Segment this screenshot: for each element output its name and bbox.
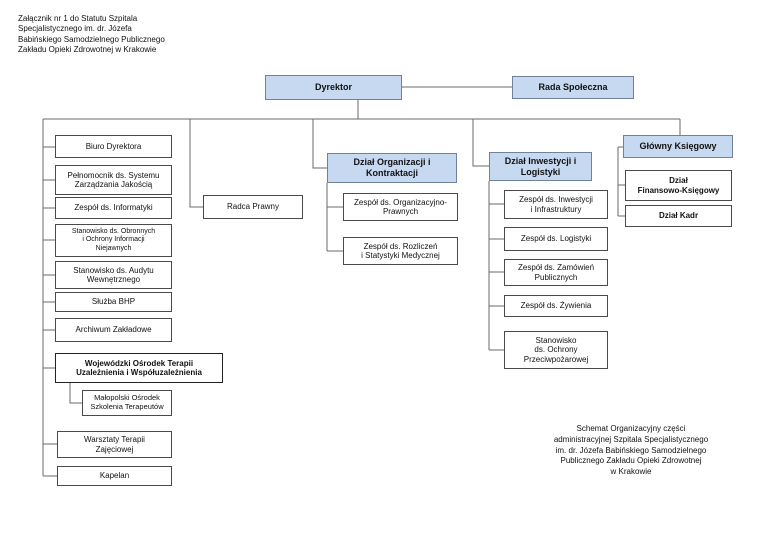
org-box-dzial-organizacji: Dział Organizacji i Kontraktacji bbox=[327, 153, 457, 183]
org-box-zespol-organizacyjno-prawnych: Zespół ds. Organizacyjno- Prawnych bbox=[343, 193, 458, 221]
org-box-zespol-zywienia: Zespół ds. Żywienia bbox=[504, 295, 608, 317]
org-box-dzial-finansowo-ksiegowy: Dział Finansowo-Księgowy bbox=[625, 170, 732, 201]
org-box-ochrona-przeciwpozarowa: Stanowisko ds. Ochrony Przeciwpożarowej bbox=[504, 331, 608, 369]
chart-caption: Schemat Organizacyjny części administrac… bbox=[553, 424, 709, 477]
org-box-malopolski-osrodek-szkolenia: Małopolski Ośrodek Szkolenia Terapeutów bbox=[82, 390, 172, 416]
org-box-zespol-informatyki: Zespół ds. Informatyki bbox=[55, 197, 172, 219]
org-box-radca-prawny: Radca Prawny bbox=[203, 195, 303, 219]
org-box-zespol-logistyki: Zespół ds. Logistyki bbox=[504, 227, 608, 251]
org-box-zespol-zamowien: Zespół ds. Zamówień Publicznych bbox=[504, 259, 608, 286]
org-box-glowny-ksiegowy: Główny Księgowy bbox=[623, 135, 733, 158]
org-box-stanowisko-audytu: Stanowisko ds. Audytu Wewnętrznego bbox=[55, 261, 172, 289]
org-box-wojewodzki-osrodek-terapii: Wojewódzki Ośrodek Terapii Uzależnienia … bbox=[55, 353, 223, 383]
org-box-dyrektor: Dyrektor bbox=[265, 75, 402, 100]
attachment-note: Załącznik nr 1 do Statutu Szpitala Specj… bbox=[18, 14, 165, 55]
org-box-dzial-inwestycji: Dział Inwestycji i Logistyki bbox=[489, 152, 592, 181]
org-box-zespol-rozliczen: Zespół ds. Rozliczeń i Statystyki Medycz… bbox=[343, 237, 458, 265]
org-box-archiwum-zakladowe: Archiwum Zakładowe bbox=[55, 318, 172, 342]
org-box-warsztaty-terapii: Warsztaty Terapii Zajęciowej bbox=[57, 431, 172, 458]
org-box-rada-spoleczna: Rada Społeczna bbox=[512, 76, 634, 99]
org-box-zespol-inwestycji: Zespół ds. Inwestycji i Infrastruktury bbox=[504, 190, 608, 219]
org-box-dzial-kadr: Dział Kadr bbox=[625, 205, 732, 227]
org-box-pelnomocnik-jakosci: Pełnomocnik ds. Systemu Zarządzania Jako… bbox=[55, 165, 172, 195]
org-box-kapelan: Kapelan bbox=[57, 466, 172, 486]
org-box-sluzba-bhp: Służba BHP bbox=[55, 292, 172, 312]
org-box-biuro-dyrektora: Biuro Dyrektora bbox=[55, 135, 172, 158]
org-box-stanowisko-obronne: Stanowisko ds. Obronnych i Ochrony Infor… bbox=[55, 224, 172, 257]
